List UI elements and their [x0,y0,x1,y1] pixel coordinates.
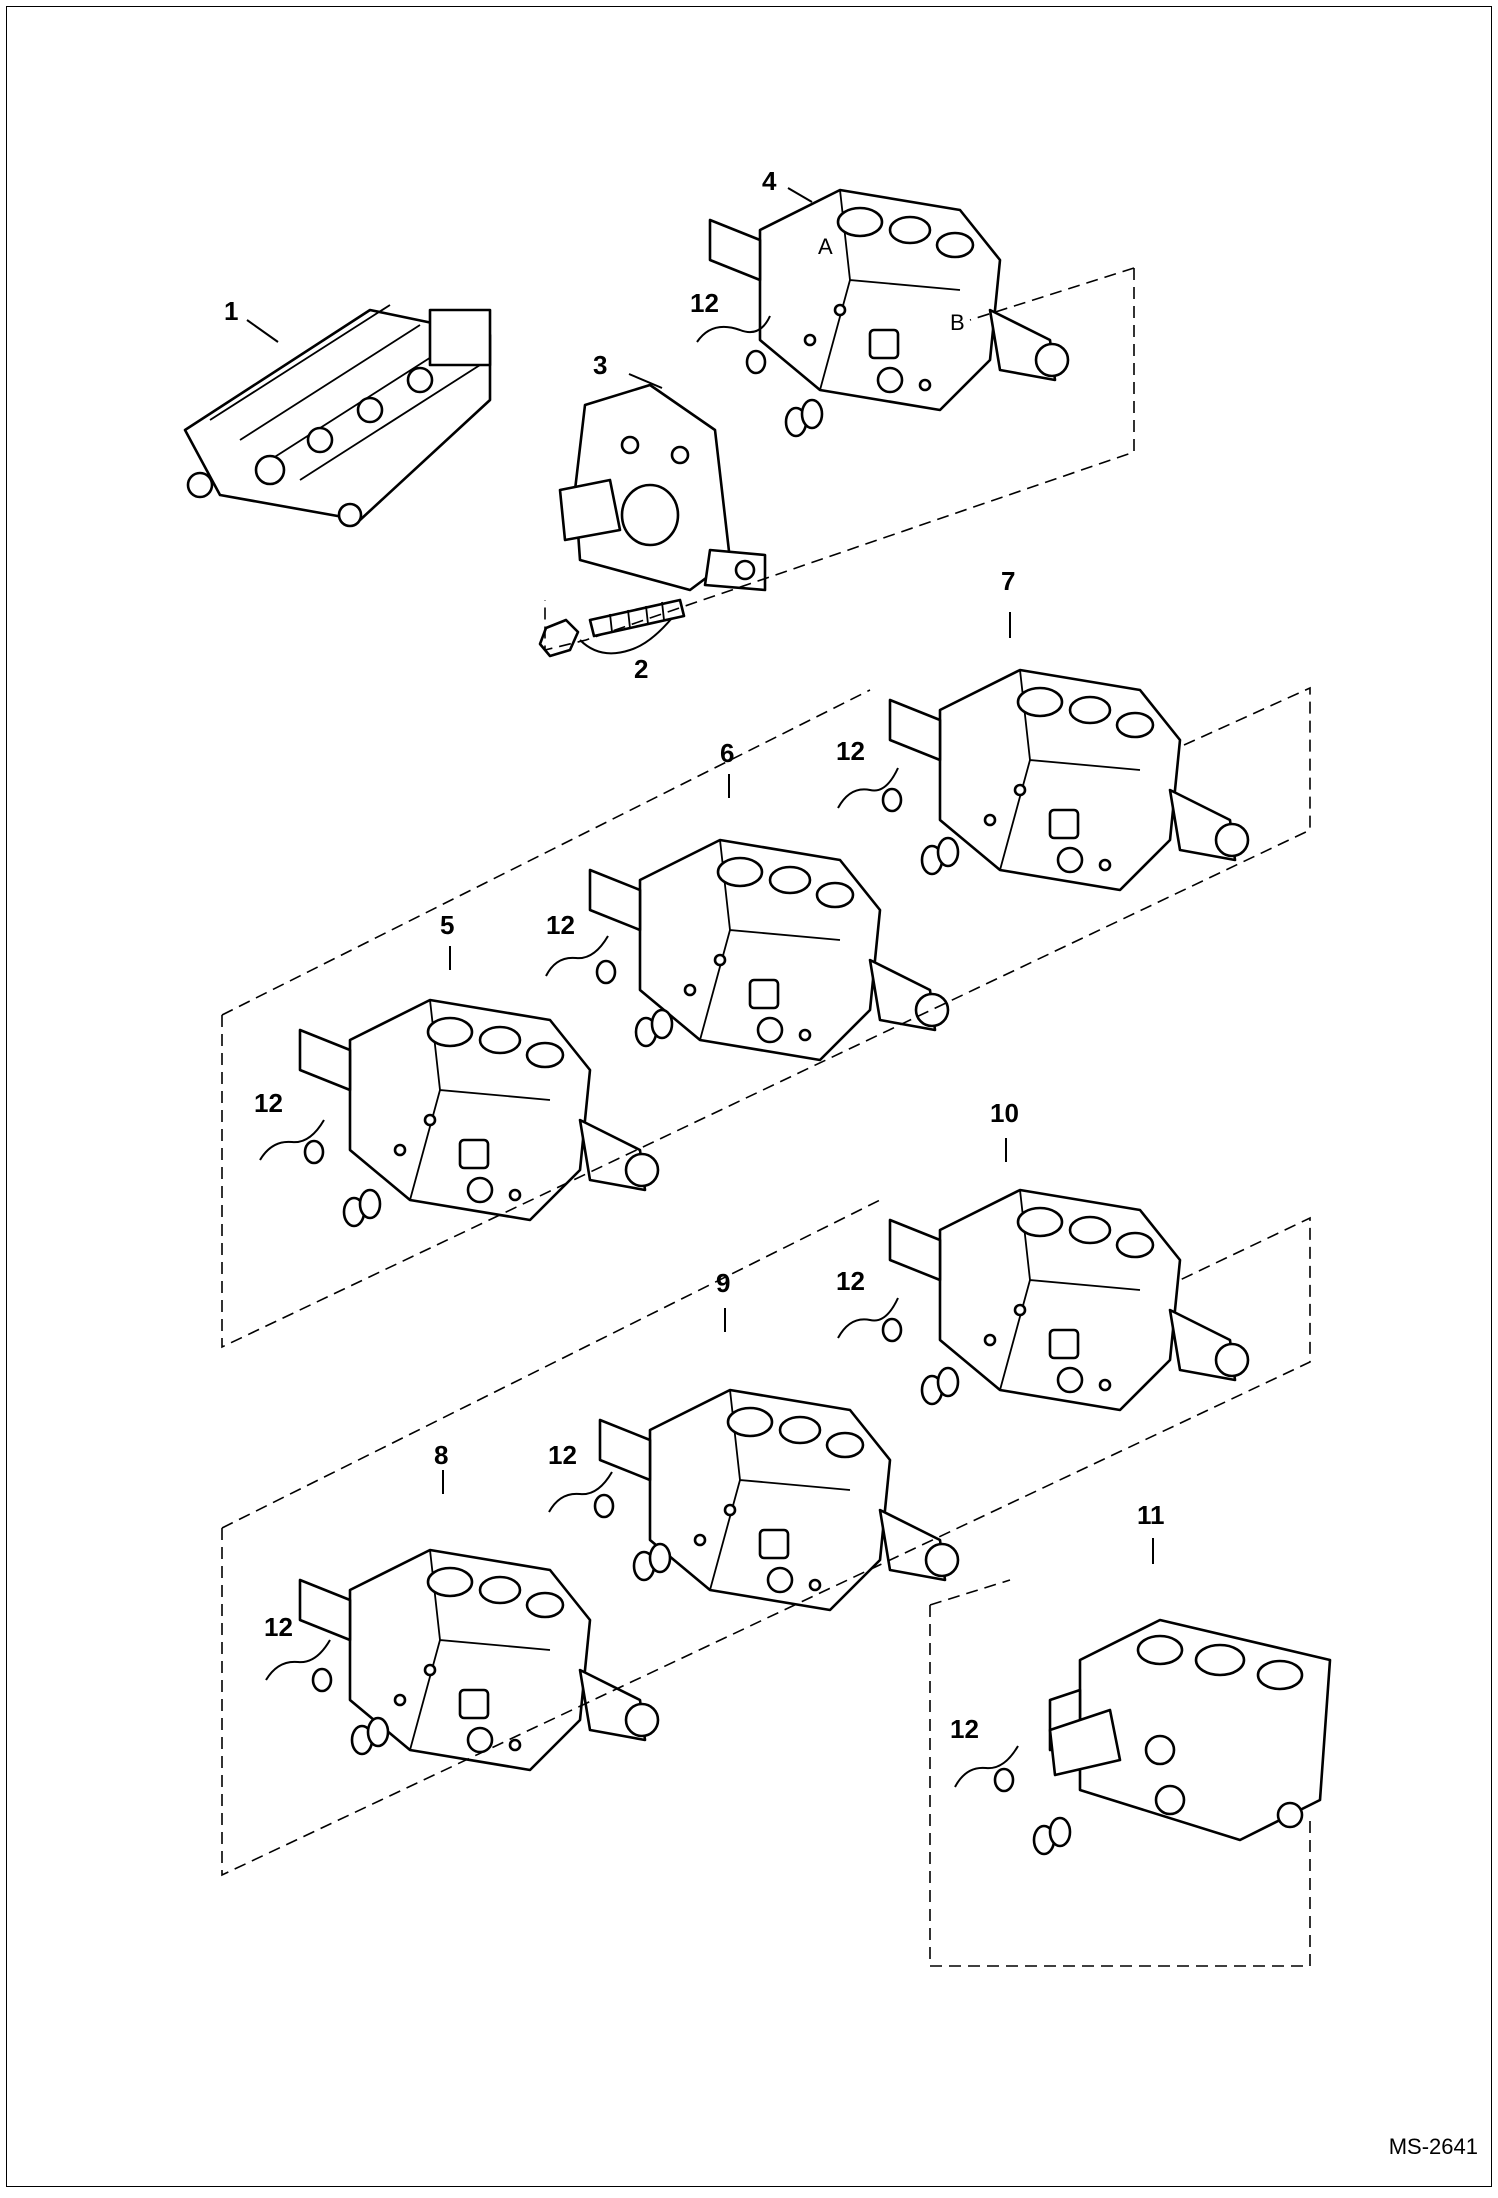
valve-assembly [183,304,492,528]
alignment-guide [221,1216,1311,1877]
callout-12: 12 [254,1088,283,1118]
callout-9: 9 [716,1268,730,1298]
leader-brace [837,1297,899,1339]
alignment-guide [929,1579,1311,1967]
leader-brace [954,1745,1019,1788]
callout-12: 12 [548,1440,577,1470]
callout-12: 12 [690,288,719,318]
callout-3: 3 [593,350,607,380]
callout-12: 12 [950,1714,979,1744]
leader-line [628,373,663,389]
callout-4: 4 [762,166,777,196]
callout-2: 2 [634,654,648,684]
alignment-guide [221,1199,881,1529]
callout-1: 1 [224,296,238,326]
leader-brace [259,1119,325,1161]
leader-brace [265,1639,331,1681]
callout-8: 8 [434,1440,448,1470]
leader-brace [579,617,673,655]
port-mark-a: A [818,234,833,259]
leader-brace [837,767,899,809]
leader-line [246,319,279,343]
outlet-section [1048,1618,1332,1842]
alignment-guide [544,267,1135,652]
leader-line [787,187,813,203]
callout-12: 12 [836,736,865,766]
alignment-guide [221,689,871,1016]
page-border [6,6,1492,2187]
callout-6: 6 [720,738,734,768]
drawing-reference-code: MS-2641 [1389,2134,1478,2159]
callout-12: 12 [546,910,575,940]
callout-12: 12 [264,1612,293,1642]
leader-brace [548,1471,613,1513]
stud-and-nut [538,598,686,658]
inlet-cover [558,383,767,592]
callout-5: 5 [440,910,454,940]
callout-12: 12 [836,1266,865,1296]
leader-brace [696,315,771,343]
callout-10: 10 [990,1098,1019,1128]
leader-brace [545,935,609,977]
callout-11: 11 [1137,1500,1165,1530]
port-mark-b: B [950,310,965,335]
callout-7: 7 [1001,566,1015,596]
